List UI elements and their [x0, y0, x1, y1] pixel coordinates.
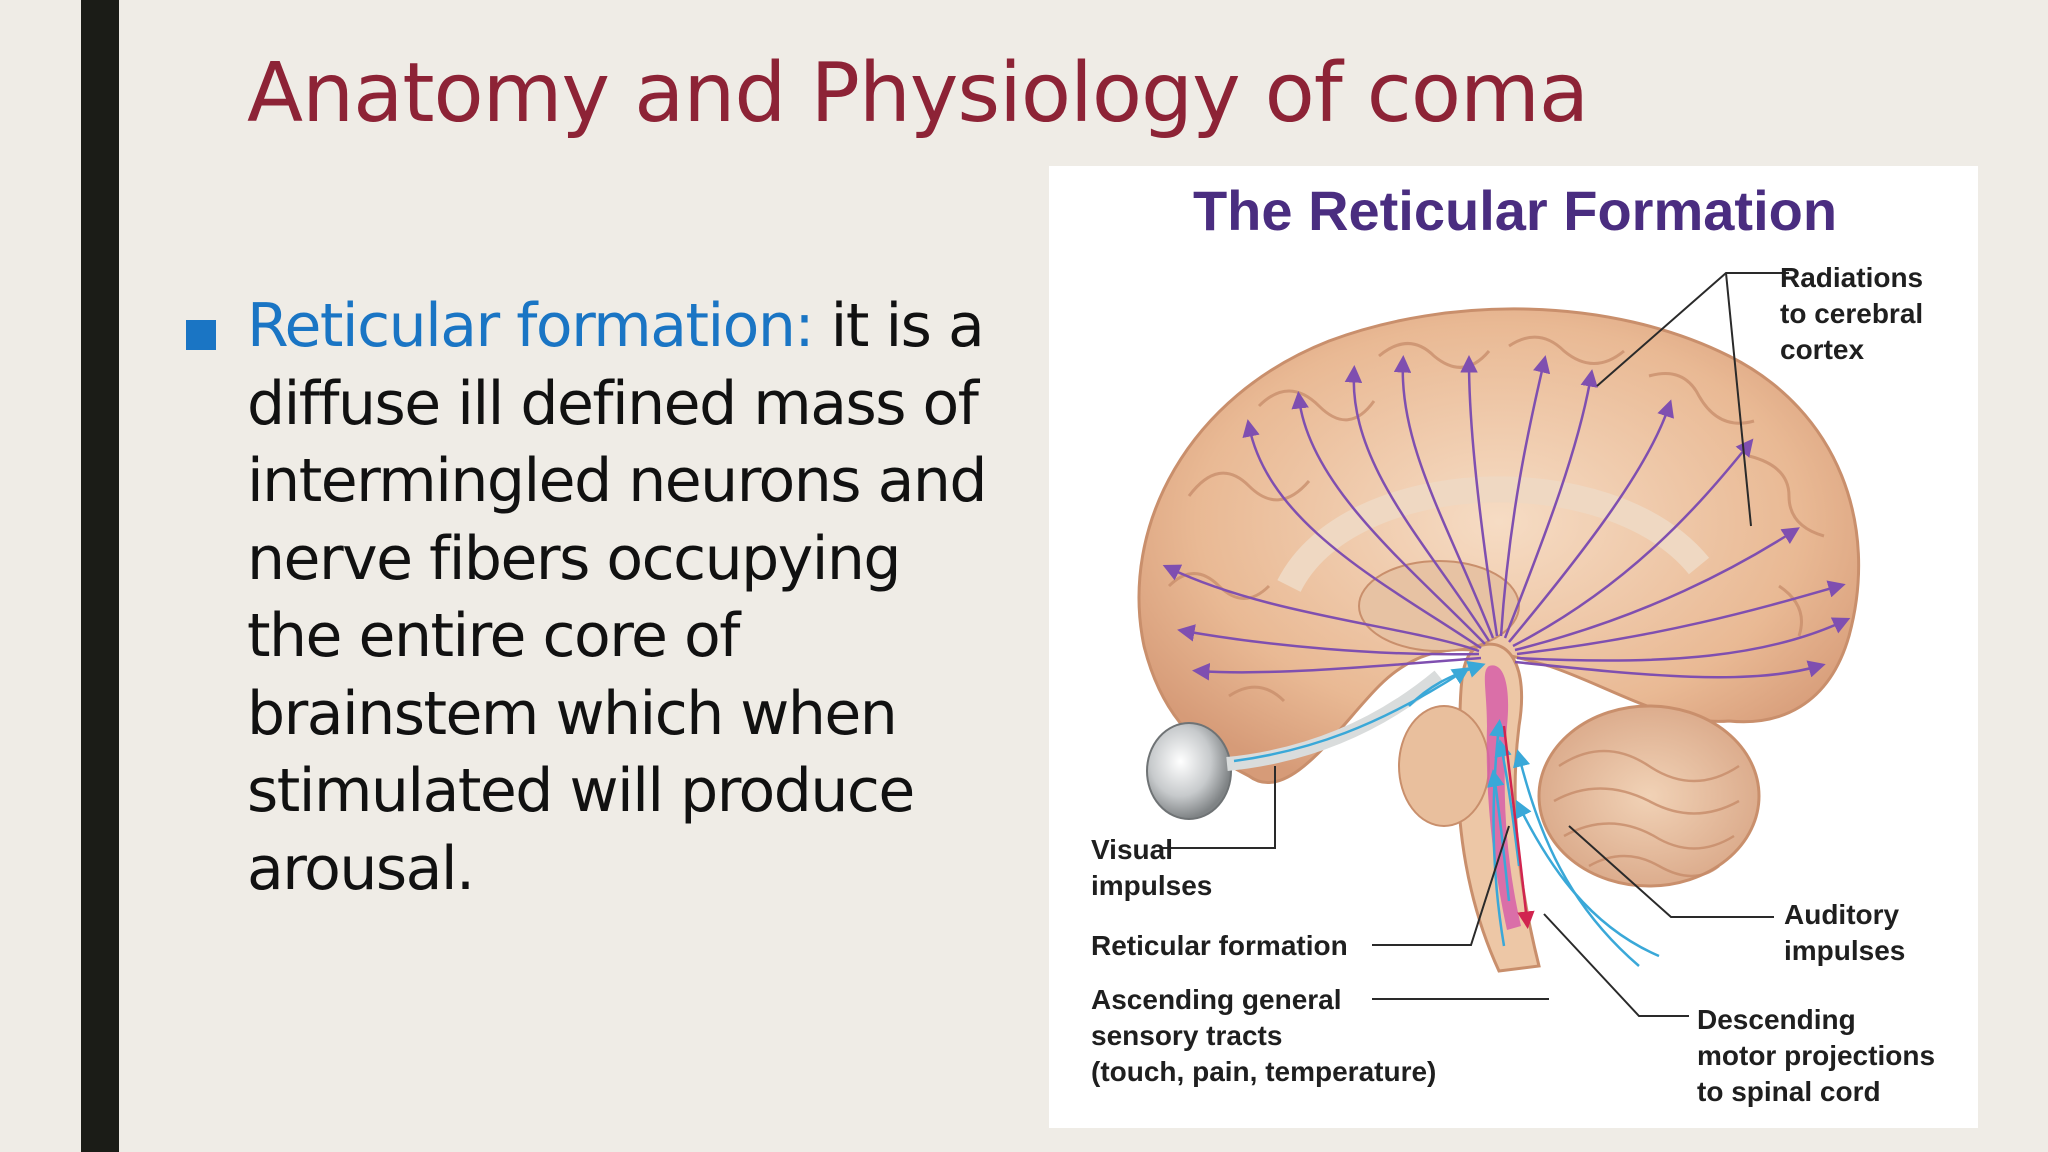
bullet-text: Reticular formation: it is a diffuse ill… [247, 288, 1007, 908]
bullet-body: it is a diffuse ill defined mass of inte… [247, 291, 988, 904]
left-accent-bar [81, 0, 119, 1152]
label-visual-2: impulses [1091, 870, 1212, 901]
label-radiations-3: cortex [1780, 334, 1864, 365]
label-visual-1: Visual [1091, 834, 1173, 865]
optic-nerve [1226, 670, 1444, 771]
slide-title: Anatomy and Physiology of coma [247, 46, 1589, 141]
label-auditory-1: Auditory [1784, 899, 1900, 930]
thalamus [1358, 560, 1520, 652]
label-ascending-3: (touch, pain, temperature) [1091, 1056, 1436, 1087]
bullet-term: Reticular formation: [247, 291, 815, 361]
label-descending-2: motor projections [1697, 1040, 1935, 1071]
sensory-arrows [1233, 661, 1660, 967]
eye-icon [1146, 722, 1232, 820]
label-descending-1: Descending [1697, 1004, 1856, 1035]
label-radiations-2: to cerebral [1780, 298, 1923, 329]
brain-diagram: The Reticular Formation [1091, 179, 1935, 1107]
corpus-callosum [1277, 476, 1710, 593]
label-ascending-2: sensory tracts [1091, 1020, 1282, 1051]
descending-arrow [1502, 725, 1535, 929]
label-ascending-1: Ascending general [1091, 984, 1342, 1015]
cerebellum [1537, 704, 1761, 888]
label-auditory-2: impulses [1784, 935, 1905, 966]
leader-lines [1162, 272, 1789, 1017]
figure-title: The Reticular Formation [1193, 179, 1837, 242]
cerebrum [1137, 307, 1861, 784]
radiation-arrows [1162, 355, 1851, 681]
reticular-formation-figure: The Reticular Formation [1049, 166, 1978, 1128]
label-radiations-1: Radiations [1780, 262, 1923, 293]
label-reticular: Reticular formation [1091, 930, 1348, 961]
label-descending-3: to spinal cord [1697, 1076, 1881, 1107]
square-bullet-icon [186, 320, 216, 350]
